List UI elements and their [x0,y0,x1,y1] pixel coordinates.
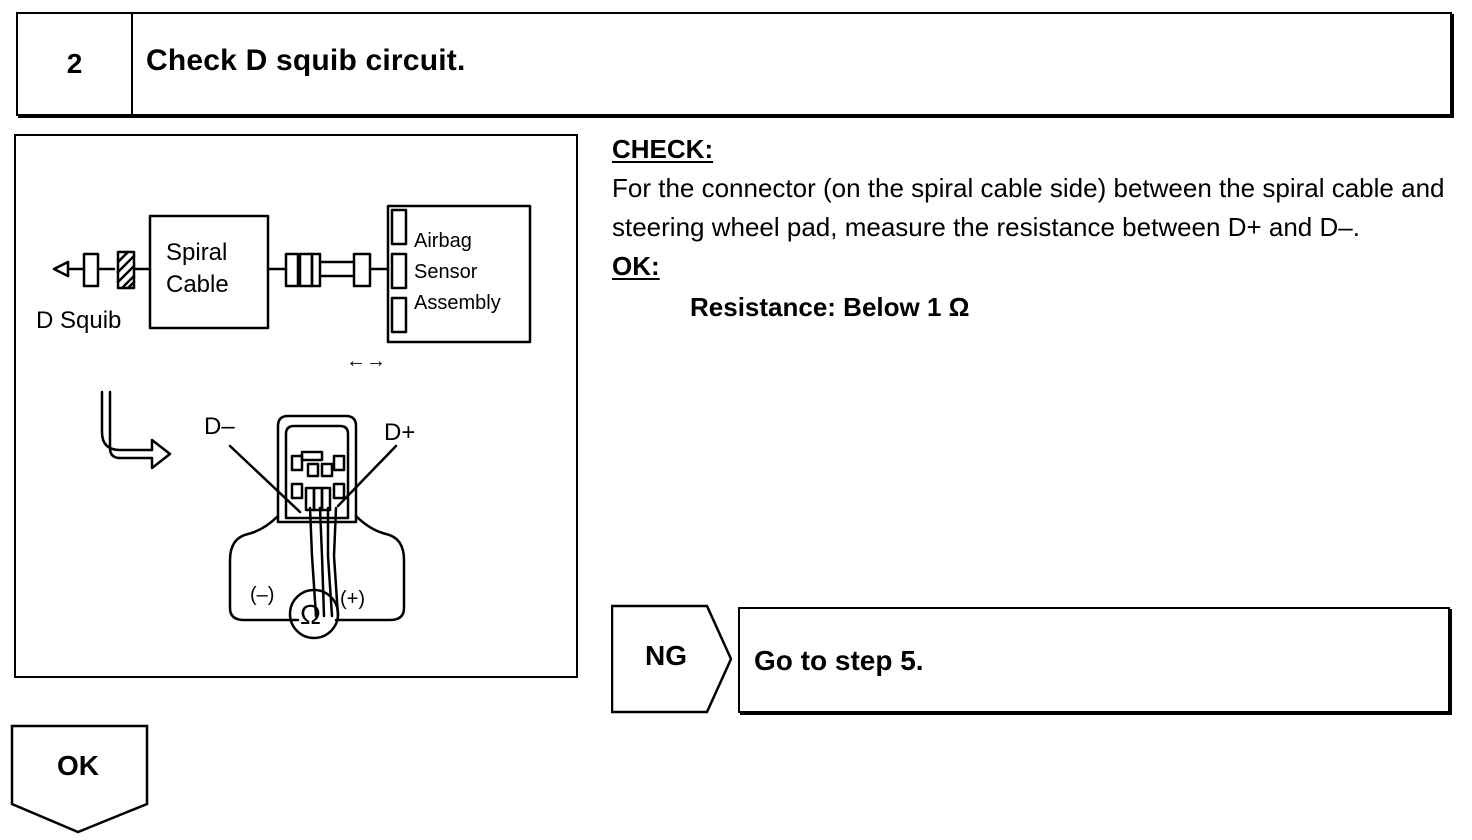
check-instructions: CHECK: For the connector (on the spiral … [612,130,1458,327]
d-squib-label: D Squib [36,307,122,334]
connector-face-icon [276,414,358,524]
step-title: Check D squib circuit. [146,44,466,77]
circuit-illustration: Spiral Cable D Squib Airbag Sensor Assem… [14,134,578,678]
d-plus-label: D+ [384,419,416,446]
ok-heading: OK: [612,251,660,281]
d-minus-label: D– [204,413,235,440]
d-minus-leader-line [228,444,302,514]
step-number: 2 [18,14,133,114]
ok-label: OK [57,750,99,781]
ohmmeter-icon [228,506,406,640]
ng-label: NG [645,640,687,671]
check-heading: CHECK: [612,134,714,164]
ng-tag-shape [611,604,733,714]
wiring-diagram [52,204,532,640]
step-header: 2 Check D squib circuit. [16,12,1452,116]
spiral-cable-label-line2: Cable [166,271,229,298]
minus-probe-label: (–) [250,584,275,606]
airbag-label-line3: Assembly [414,292,501,314]
bent-arrow-icon [100,390,172,470]
d-squib-connector-icon [52,252,116,288]
airbag-label-line2: Sensor [414,261,478,283]
ok-tag-shape [10,724,149,834]
hatched-connector-icon [116,250,152,290]
plus-probe-label: (+) [340,588,365,610]
spiral-cable-label-line1: Spiral [166,239,228,266]
ohm-symbol: Ω [300,599,321,630]
disconnect-arrows: ←→ [346,350,386,372]
connector-pair-icon [266,252,390,288]
d-plus-leader-line [336,444,398,508]
resistance-spec: Resistance: Below 1 Ω [690,292,970,322]
airbag-sensor-box [386,204,532,344]
ng-action-box: Go to step 5. [738,607,1450,713]
spiral-cable-box [148,214,270,330]
airbag-label-line1: Airbag [414,230,472,252]
check-body: For the connector (on the spiral cable s… [612,173,1445,242]
ng-action-text: Go to step 5. [754,645,924,676]
